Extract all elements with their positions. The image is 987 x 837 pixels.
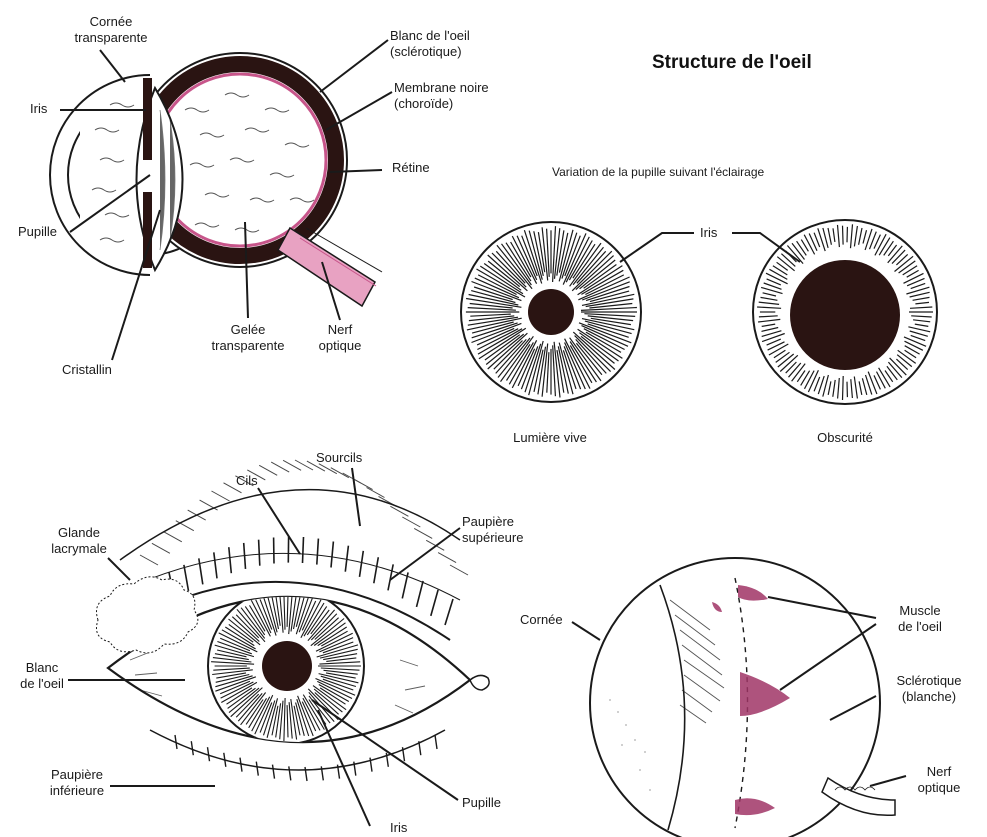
label-iris-pair: Iris (700, 225, 717, 241)
diagram-title: Structure de l'oeil (652, 52, 812, 74)
label-lacrimal-gland: Glande lacrymale (34, 525, 124, 557)
external-eye (68, 460, 489, 826)
label-upper-eyelid: Paupière supérieure (462, 514, 523, 546)
label-eyelashes: Cils (236, 473, 258, 489)
label-bright-light: Lumière vive (500, 430, 600, 446)
label-optic-nerve-side: Nerf optique (904, 764, 974, 796)
label-cornea-transparent: Cornée transparente (66, 14, 156, 46)
pupil-variation-heading: Variation de la pupille suivant l'éclair… (552, 164, 764, 180)
label-iris: Iris (30, 101, 47, 117)
label-pupil: Pupille (18, 224, 57, 240)
label-sclera-white: Sclérotique (blanche) (880, 673, 978, 705)
label-cornea-side: Cornée (520, 612, 563, 628)
label-choroid: Membrane noire (choroïde) (394, 80, 489, 112)
label-eye-muscle: Muscle de l'oeil (880, 603, 960, 635)
label-lens: Cristallin (62, 362, 112, 378)
label-iris-external: Iris (390, 820, 407, 836)
label-sclera: Blanc de l'oeil (sclérotique) (390, 28, 470, 60)
label-optic-nerve: Nerf optique (306, 322, 374, 354)
iris-bright (461, 222, 641, 402)
label-white-of-eye: Blanc de l'oeil (10, 660, 74, 692)
iris-top (143, 78, 152, 160)
label-vitreous: Gelée transparente (198, 322, 298, 354)
eyebrow-line (120, 490, 460, 560)
label-darkness: Obscurité (800, 430, 890, 446)
label-eyebrows: Sourcils (316, 450, 362, 466)
label-lower-eyelid: Paupière inférieure (32, 767, 122, 799)
tear-duct (470, 675, 489, 690)
label-retina: Rétine (392, 160, 430, 176)
eyeball-side (572, 558, 906, 837)
cross-section-eye (50, 40, 392, 360)
label-pupil-external: Pupille (462, 795, 501, 811)
